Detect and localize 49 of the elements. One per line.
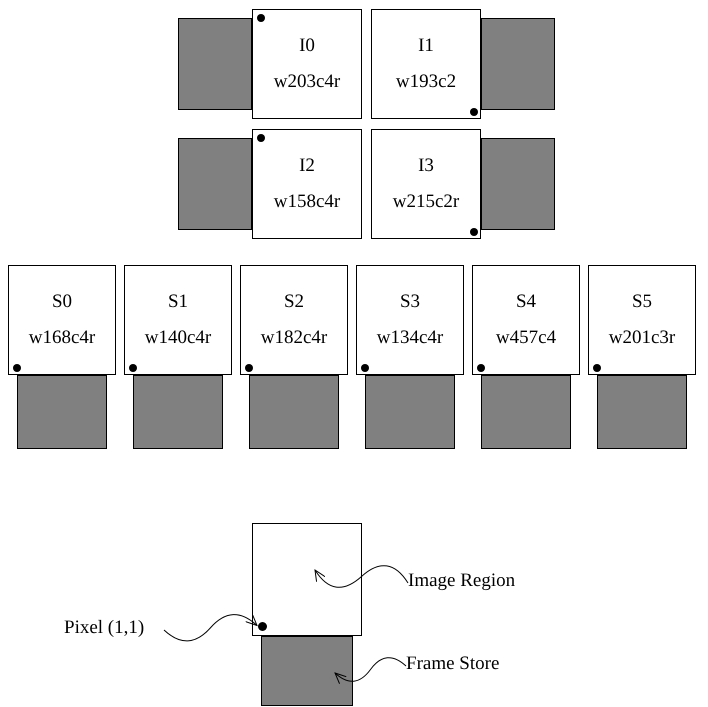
image-region-box bbox=[252, 523, 362, 636]
region-id: I0 bbox=[299, 35, 315, 57]
frame-store-box bbox=[481, 18, 555, 110]
frame-store-box bbox=[249, 375, 339, 449]
region-code: w215c2r bbox=[392, 191, 460, 213]
region-id: S3 bbox=[400, 291, 420, 313]
leader-line bbox=[334, 657, 406, 684]
region-id: I1 bbox=[418, 35, 434, 57]
frame-store-box bbox=[17, 375, 107, 449]
pixel-dot bbox=[258, 622, 267, 631]
frame-store-box bbox=[481, 138, 555, 230]
region-id: S0 bbox=[52, 291, 72, 313]
region-code: w140c4r bbox=[144, 327, 212, 349]
callout-label: Image Region bbox=[408, 570, 516, 592]
frame-store-box bbox=[481, 375, 571, 449]
callout-label: Pixel (1,1) bbox=[64, 617, 144, 639]
region-code: w193c2 bbox=[396, 71, 456, 93]
frame-store-box bbox=[178, 138, 252, 230]
image-region-box bbox=[588, 265, 696, 375]
region-code: w201c3r bbox=[608, 327, 676, 349]
image-region-box bbox=[252, 129, 362, 239]
leader-line bbox=[314, 565, 408, 588]
image-region-box bbox=[8, 265, 116, 375]
region-code: w457c4 bbox=[496, 327, 556, 349]
region-code: w134c4r bbox=[376, 327, 444, 349]
callout-label: Frame Store bbox=[406, 653, 500, 675]
region-id: I3 bbox=[418, 155, 434, 177]
frame-store-box bbox=[261, 636, 353, 706]
image-region-box bbox=[356, 265, 464, 375]
frame-store-box bbox=[133, 375, 223, 449]
region-id: S2 bbox=[284, 291, 304, 313]
region-code: w182c4r bbox=[260, 327, 328, 349]
region-code: w168c4r bbox=[28, 327, 96, 349]
region-id: S1 bbox=[168, 291, 188, 313]
region-code: w158c4r bbox=[274, 191, 340, 213]
region-id: I2 bbox=[299, 155, 315, 177]
leader-line bbox=[164, 614, 258, 642]
frame-store-box bbox=[178, 18, 252, 110]
frame-store-box bbox=[365, 375, 455, 449]
image-region-box bbox=[124, 265, 232, 375]
image-region-box bbox=[371, 9, 481, 119]
region-id: S5 bbox=[632, 291, 652, 313]
image-region-box bbox=[472, 265, 580, 375]
region-id: S4 bbox=[516, 291, 536, 313]
image-region-box bbox=[371, 129, 481, 239]
image-region-box bbox=[252, 9, 362, 119]
region-code: w203c4r bbox=[274, 71, 340, 93]
frame-store-box bbox=[597, 375, 687, 449]
image-region-box bbox=[240, 265, 348, 375]
